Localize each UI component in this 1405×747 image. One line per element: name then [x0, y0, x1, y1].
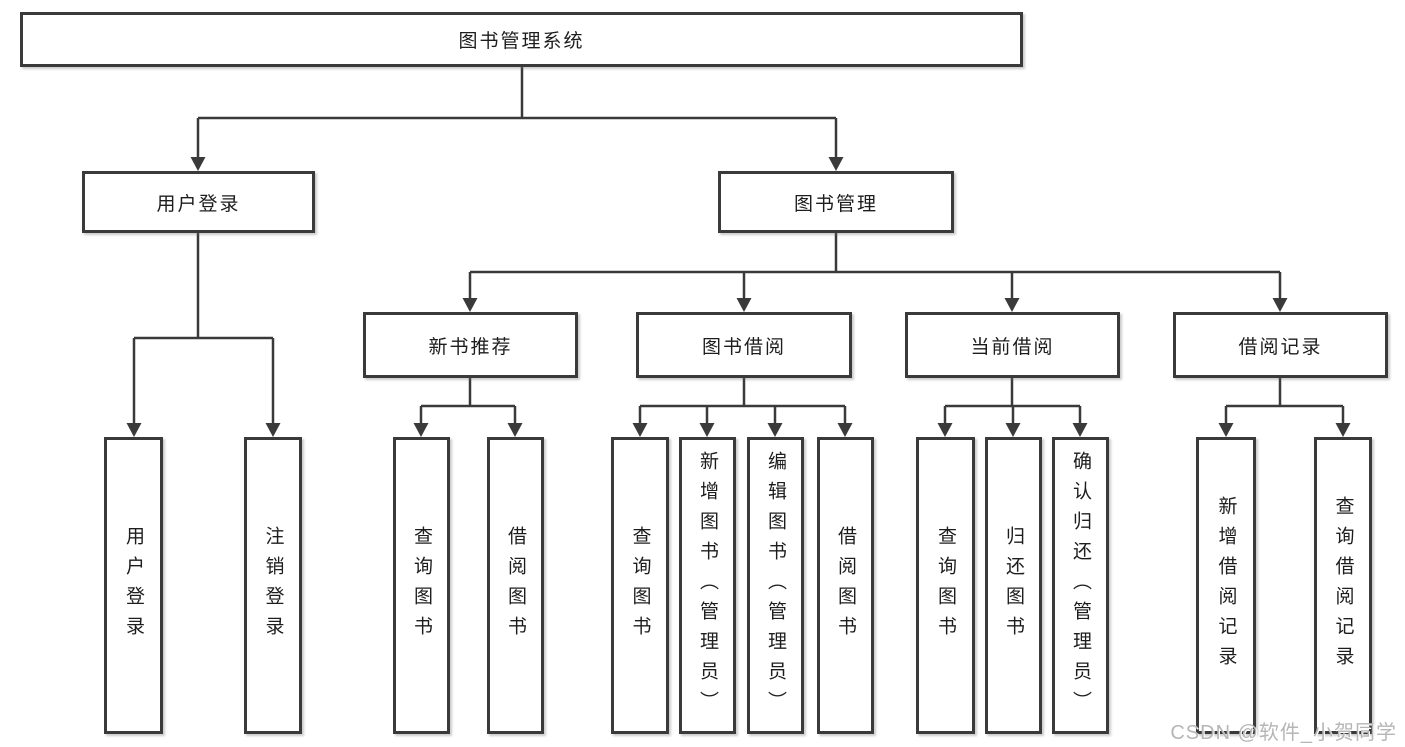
node-borrow-records: 借阅记录 — [1173, 312, 1388, 378]
node-new-book-recommend: 新书推荐 — [363, 312, 578, 378]
node-book-management: 图书管理 — [718, 171, 954, 233]
connector-borrow-records-to-leaves — [1224, 378, 1345, 424]
leaf-query-books-current: 查询图书 — [916, 437, 975, 734]
leaf-borrow-books-recommend: 借阅图书 — [487, 437, 544, 734]
leaf-return-books: 归还图书 — [985, 437, 1042, 734]
arrowheads — [126, 157, 1351, 437]
node-book-borrowing: 图书借阅 — [636, 312, 852, 378]
watermark: CSDN @软件_小贺同学 — [1170, 722, 1397, 744]
connector-new-book-to-leaves — [419, 378, 517, 424]
connector-book-borrowing-to-leaves — [638, 378, 847, 424]
node-user-login: 用户登录 — [82, 171, 315, 233]
leaf-query-books-recommend: 查询图书 — [393, 437, 450, 734]
connector-root-to-level2 — [196, 67, 838, 158]
leaf-borrow-books: 借阅图书 — [817, 437, 874, 734]
leaf-logout: 注销登录 — [244, 437, 302, 734]
node-current-borrowing: 当前借阅 — [905, 312, 1120, 378]
leaf-query-borrow-record: 查询借阅记录 — [1314, 437, 1372, 734]
leaf-confirm-return-admin: 确认归还（管理员） — [1052, 437, 1109, 734]
connector-user-login-to-leaves — [132, 233, 275, 424]
leaf-query-books-borrowing: 查询图书 — [611, 437, 669, 734]
connector-current-borrowing-to-leaves — [943, 378, 1082, 424]
node-root: 图书管理系统 — [20, 12, 1023, 67]
leaf-add-books-admin: 新增图书（管理员） — [679, 437, 736, 734]
leaf-user-login: 用户登录 — [104, 437, 163, 734]
leaf-edit-books-admin: 编辑图书（管理员） — [747, 437, 804, 734]
leaf-add-borrow-record: 新增借阅记录 — [1196, 437, 1256, 734]
connector-book-management-to-groups — [468, 233, 1282, 299]
